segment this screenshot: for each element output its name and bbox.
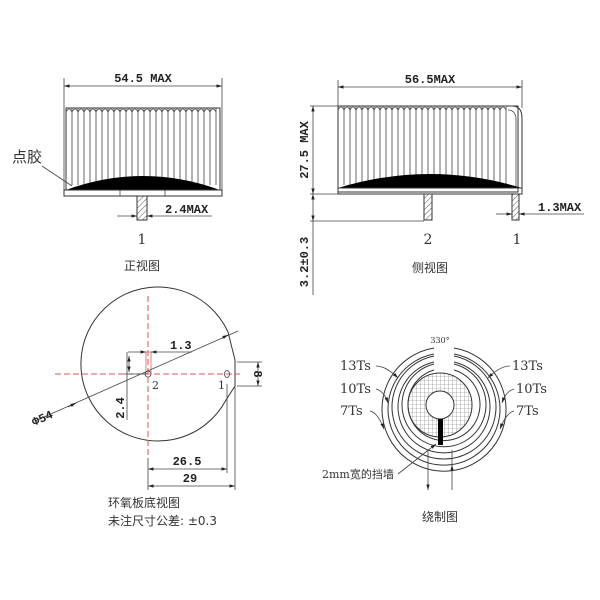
flat-offset-dim: 29 xyxy=(183,472,197,486)
side-view-caption: 侧视图 xyxy=(412,260,448,275)
front-pin-number: 1 xyxy=(138,232,147,248)
side-width-dim: 56.5MAX xyxy=(405,73,456,87)
bottom-pin-label-2: 2 xyxy=(152,379,159,392)
side-pin-length-dim: 3.2±0.3 xyxy=(298,237,312,287)
side-pin-dim: 1.3MAX xyxy=(538,201,582,215)
glue-label: 点胶 xyxy=(12,148,42,166)
right-label-7ts: 7Ts xyxy=(516,404,539,419)
side-coil-body xyxy=(337,105,523,221)
flat-dim: 8 xyxy=(250,370,264,377)
front-view-caption: 正视图 xyxy=(124,258,160,273)
side-pin-number-2: 2 xyxy=(424,232,433,248)
left-label-7ts: 7Ts xyxy=(340,404,363,419)
side-pin-2 xyxy=(423,193,433,221)
front-pin xyxy=(136,195,148,221)
side-pin-number-1: 1 xyxy=(513,232,522,248)
side-view: 56.5MAX xyxy=(298,73,584,295)
angle-label: 330° xyxy=(430,336,449,345)
pin1-offset-dim: 26.5 xyxy=(173,455,202,469)
side-height-dim: 27.5 MAX xyxy=(298,120,312,178)
center-hole xyxy=(425,390,455,420)
side-pin-1 xyxy=(511,193,520,221)
wall-label: 2mm宽的挡墙 xyxy=(322,467,394,481)
blocking-wall xyxy=(438,419,443,445)
front-view: 54.5 MAX xyxy=(12,72,223,273)
left-label-13ts: 13Ts xyxy=(340,359,371,374)
side-glue-fill xyxy=(338,174,522,188)
front-coil-body xyxy=(63,107,223,221)
pin2-slot xyxy=(145,351,152,375)
right-label-13ts: 13Ts xyxy=(512,359,543,374)
epoxy-board-outline xyxy=(80,286,236,442)
front-pin-dim: 2.4MAX xyxy=(165,203,209,217)
right-label-10ts: 10Ts xyxy=(516,382,547,397)
winding-view: 330° 13Ts 10Ts 7Ts 13Ts 10Ts 7Ts xyxy=(322,336,547,524)
winding-channels xyxy=(381,347,507,472)
bottom-view-caption: 环氧板底视图 xyxy=(108,495,180,510)
tolerance-note: 未注尺寸公差: ±0.3 xyxy=(108,513,217,528)
left-label-10ts: 10Ts xyxy=(340,382,371,397)
bottom-view: Φ54 1.3 2.4 2 1 8 26.5 29 环氧板底视图 未注尺寸公差:… xyxy=(30,286,264,528)
diameter-dim: Φ54 xyxy=(30,408,55,430)
slot-width-dim: 1.3 xyxy=(170,339,192,353)
slot-length-dim: 2.4 xyxy=(114,397,128,419)
front-width-dim: 54.5 MAX xyxy=(114,72,172,86)
bottom-pin-label-1: 1 xyxy=(218,379,225,392)
glue-fill xyxy=(66,176,220,190)
winding-view-caption: 绕制图 xyxy=(422,510,458,524)
